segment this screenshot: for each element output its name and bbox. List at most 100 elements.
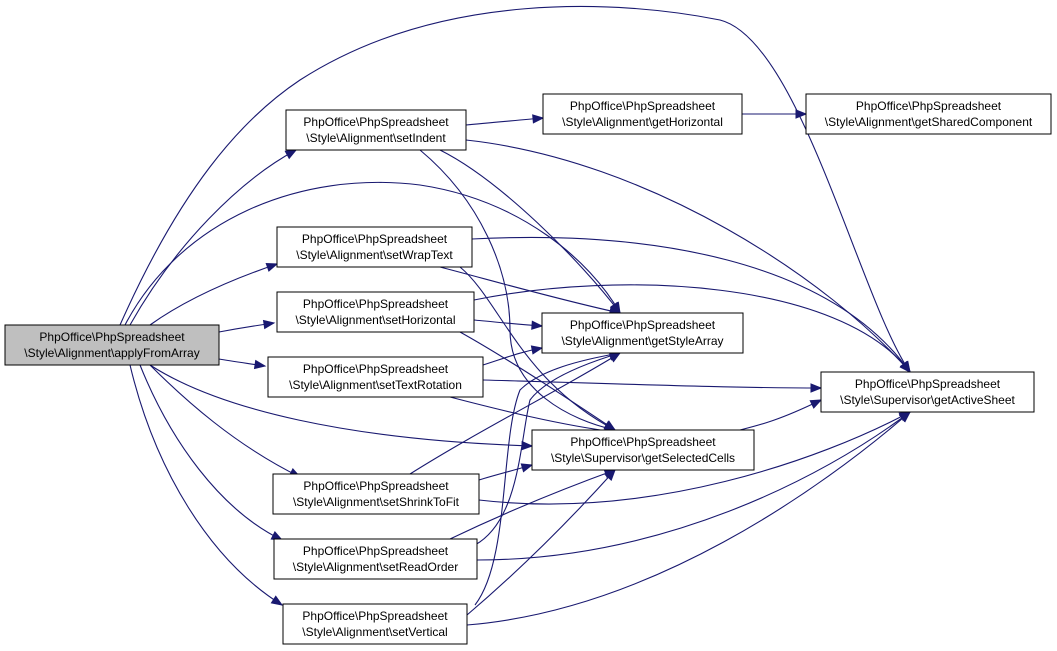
edge-line	[124, 181, 621, 326]
edge-line	[471, 237, 911, 373]
node-applyFromArray-line1: PhpOffice\PhpSpreadsheet	[39, 330, 185, 344]
arrowhead-icon	[530, 345, 544, 355]
node-setShrinkToFit[interactable]: PhpOffice\PhpSpreadsheet \Style\Alignmen…	[272, 473, 480, 515]
node-setWrapText[interactable]: PhpOffice\PhpSpreadsheet \Style\Alignmen…	[276, 226, 473, 268]
arrowhead-icon	[899, 360, 911, 374]
node-setTextRotation-line2: \Style\Alignment\setTextRotation	[289, 378, 462, 392]
node-setVertical-line1: PhpOffice\PhpSpreadsheet	[302, 609, 448, 623]
edge-line	[739, 399, 822, 431]
edge-line	[459, 331, 616, 431]
edge-applyFromArray-to-setIndent	[129, 149, 298, 326]
edges	[119, 5, 912, 626]
node-getSelectedCells-line2: \Style\Supervisor\getSelectedCells	[551, 451, 735, 465]
edge-line	[474, 352, 621, 606]
edge-line	[465, 117, 544, 126]
node-getSharedComponent-line2: \Style\Alignment\getSharedComponent	[825, 115, 1033, 129]
arrowhead-icon	[253, 359, 267, 370]
node-getActiveSheet-line1: PhpOffice\PhpSpreadsheet	[855, 377, 1001, 391]
arrowhead-icon	[795, 109, 808, 119]
edge-setTextRotation-to-getActiveSheet	[482, 379, 823, 393]
edge-line	[474, 352, 621, 546]
edge-setShrinkToFit-to-getSelectedCells	[478, 463, 534, 481]
edge-getSelectedCells-to-getActiveSheet	[739, 399, 823, 431]
edge-applyFromArray-to-setVertical	[129, 364, 284, 606]
arrowhead-icon	[532, 114, 545, 124]
node-setReadOrder[interactable]: PhpOffice\PhpSpreadsheet \Style\Alignmen…	[273, 538, 478, 580]
node-getHorizontal-line2: \Style\Alignment\getHorizontal	[562, 115, 723, 129]
arrowhead-icon	[898, 411, 912, 423]
node-getStyleArray[interactable]: PhpOffice\PhpSpreadsheet \Style\Alignmen…	[541, 312, 744, 354]
edge-line	[449, 469, 616, 540]
node-getSharedComponent[interactable]: PhpOffice\PhpSpreadsheet \Style\Alignmen…	[805, 93, 1052, 135]
arrowhead-icon	[520, 463, 534, 473]
edge-line	[409, 352, 621, 475]
node-setHorizontal-line1: PhpOffice\PhpSpreadsheet	[303, 297, 449, 311]
edge-getHorizontal-to-getSharedComponent	[742, 109, 808, 119]
edge-applyFromArray-to-getActiveSheet	[119, 5, 911, 374]
edge-line	[466, 411, 911, 626]
arrowhead-icon	[604, 469, 616, 481]
arrowhead-icon	[265, 262, 279, 272]
edge-line	[439, 149, 621, 314]
edge-line	[139, 364, 283, 541]
edge-setHorizontal-to-getActiveSheet	[473, 284, 911, 374]
node-setHorizontal-line2: \Style\Alignment\setHorizontal	[295, 313, 455, 327]
edge-line	[476, 411, 911, 561]
node-getSelectedCells[interactable]: PhpOffice\PhpSpreadsheet \Style\Supervis…	[531, 429, 755, 471]
arrowhead-icon	[809, 399, 823, 409]
edge-setVertical-to-getSelectedCells	[466, 469, 616, 616]
edge-line	[459, 266, 616, 431]
edge-applyFromArray-to-setHorizontal	[218, 319, 276, 333]
node-getStyleArray-line1: PhpOffice\PhpSpreadsheet	[570, 318, 716, 332]
node-getSharedComponent-line1: PhpOffice\PhpSpreadsheet	[856, 99, 1002, 113]
node-getStyleArray-line2: \Style\Alignment\getStyleArray	[561, 334, 723, 348]
node-applyFromArray-line2: \Style\Alignment\applyFromArray	[24, 346, 199, 360]
edge-setTextRotation-to-getStyleArray	[482, 345, 544, 366]
edge-setVertical-to-getActiveSheet	[466, 411, 912, 626]
node-setIndent[interactable]: PhpOffice\PhpSpreadsheet \Style\Alignmen…	[285, 109, 467, 151]
node-applyFromArray[interactable]: PhpOffice\PhpSpreadsheet \Style\Alignmen…	[4, 324, 220, 366]
node-setVertical-line2: \Style\Alignment\setVertical	[302, 625, 447, 639]
edge-line	[439, 266, 621, 314]
edge-line	[466, 469, 616, 616]
node-getActiveSheet[interactable]: PhpOffice\PhpSpreadsheet \Style\Supervis…	[820, 371, 1035, 413]
edge-setIndent-to-getHorizontal	[465, 114, 545, 126]
node-getHorizontal-line1: PhpOffice\PhpSpreadsheet	[570, 99, 716, 113]
node-setReadOrder-line1: PhpOffice\PhpSpreadsheet	[303, 544, 449, 558]
edge-line	[473, 284, 911, 373]
node-getSelectedCells-line1: PhpOffice\PhpSpreadsheet	[570, 435, 716, 449]
node-getActiveSheet-line2: \Style\Supervisor\getActiveSheet	[840, 393, 1015, 407]
arrowhead-icon	[270, 595, 284, 606]
edge-line	[465, 139, 911, 373]
node-setShrinkToFit-line2: \Style\Alignment\setShrinkToFit	[293, 495, 460, 509]
node-setShrinkToFit-line1: PhpOffice\PhpSpreadsheet	[303, 479, 449, 493]
edge-line	[149, 364, 301, 478]
arrowhead-icon	[284, 149, 298, 160]
node-setWrapText-line1: PhpOffice\PhpSpreadsheet	[302, 232, 448, 246]
node-setHorizontal[interactable]: PhpOffice\PhpSpreadsheet \Style\Alignmen…	[276, 291, 475, 333]
arrowhead-icon	[810, 383, 823, 393]
edge-line	[119, 5, 911, 373]
node-setWrapText-line2: \Style\Alignment\setWrapText	[296, 248, 453, 262]
arrowhead-icon	[262, 319, 276, 330]
node-setIndent-line2: \Style\Alignment\setIndent	[306, 131, 446, 145]
edge-applyFromArray-to-setWrapText	[149, 262, 279, 326]
edge-line	[129, 364, 283, 606]
node-setTextRotation-line1: PhpOffice\PhpSpreadsheet	[303, 362, 449, 376]
edge-line	[478, 411, 911, 505]
edge-applyFromArray-to-setTextRotation	[218, 358, 267, 370]
edge-line	[149, 263, 278, 326]
node-setReadOrder-line2: \Style\Alignment\setReadOrder	[293, 560, 458, 574]
node-setVertical[interactable]: PhpOffice\PhpSpreadsheet \Style\Alignmen…	[282, 603, 468, 645]
node-setIndent-line1: PhpOffice\PhpSpreadsheet	[303, 115, 449, 129]
node-setTextRotation[interactable]: PhpOffice\PhpSpreadsheet \Style\Alignmen…	[267, 356, 484, 398]
arrowhead-icon	[531, 320, 544, 330]
edge-line	[129, 149, 297, 326]
edge-line	[482, 379, 822, 389]
edge-line	[419, 149, 616, 431]
arrowhead-icon	[521, 440, 534, 451]
edge-line	[449, 396, 616, 433]
node-getHorizontal[interactable]: PhpOffice\PhpSpreadsheet \Style\Alignmen…	[542, 93, 743, 135]
edge-setVertical-to-getStyleArray	[474, 350, 622, 606]
